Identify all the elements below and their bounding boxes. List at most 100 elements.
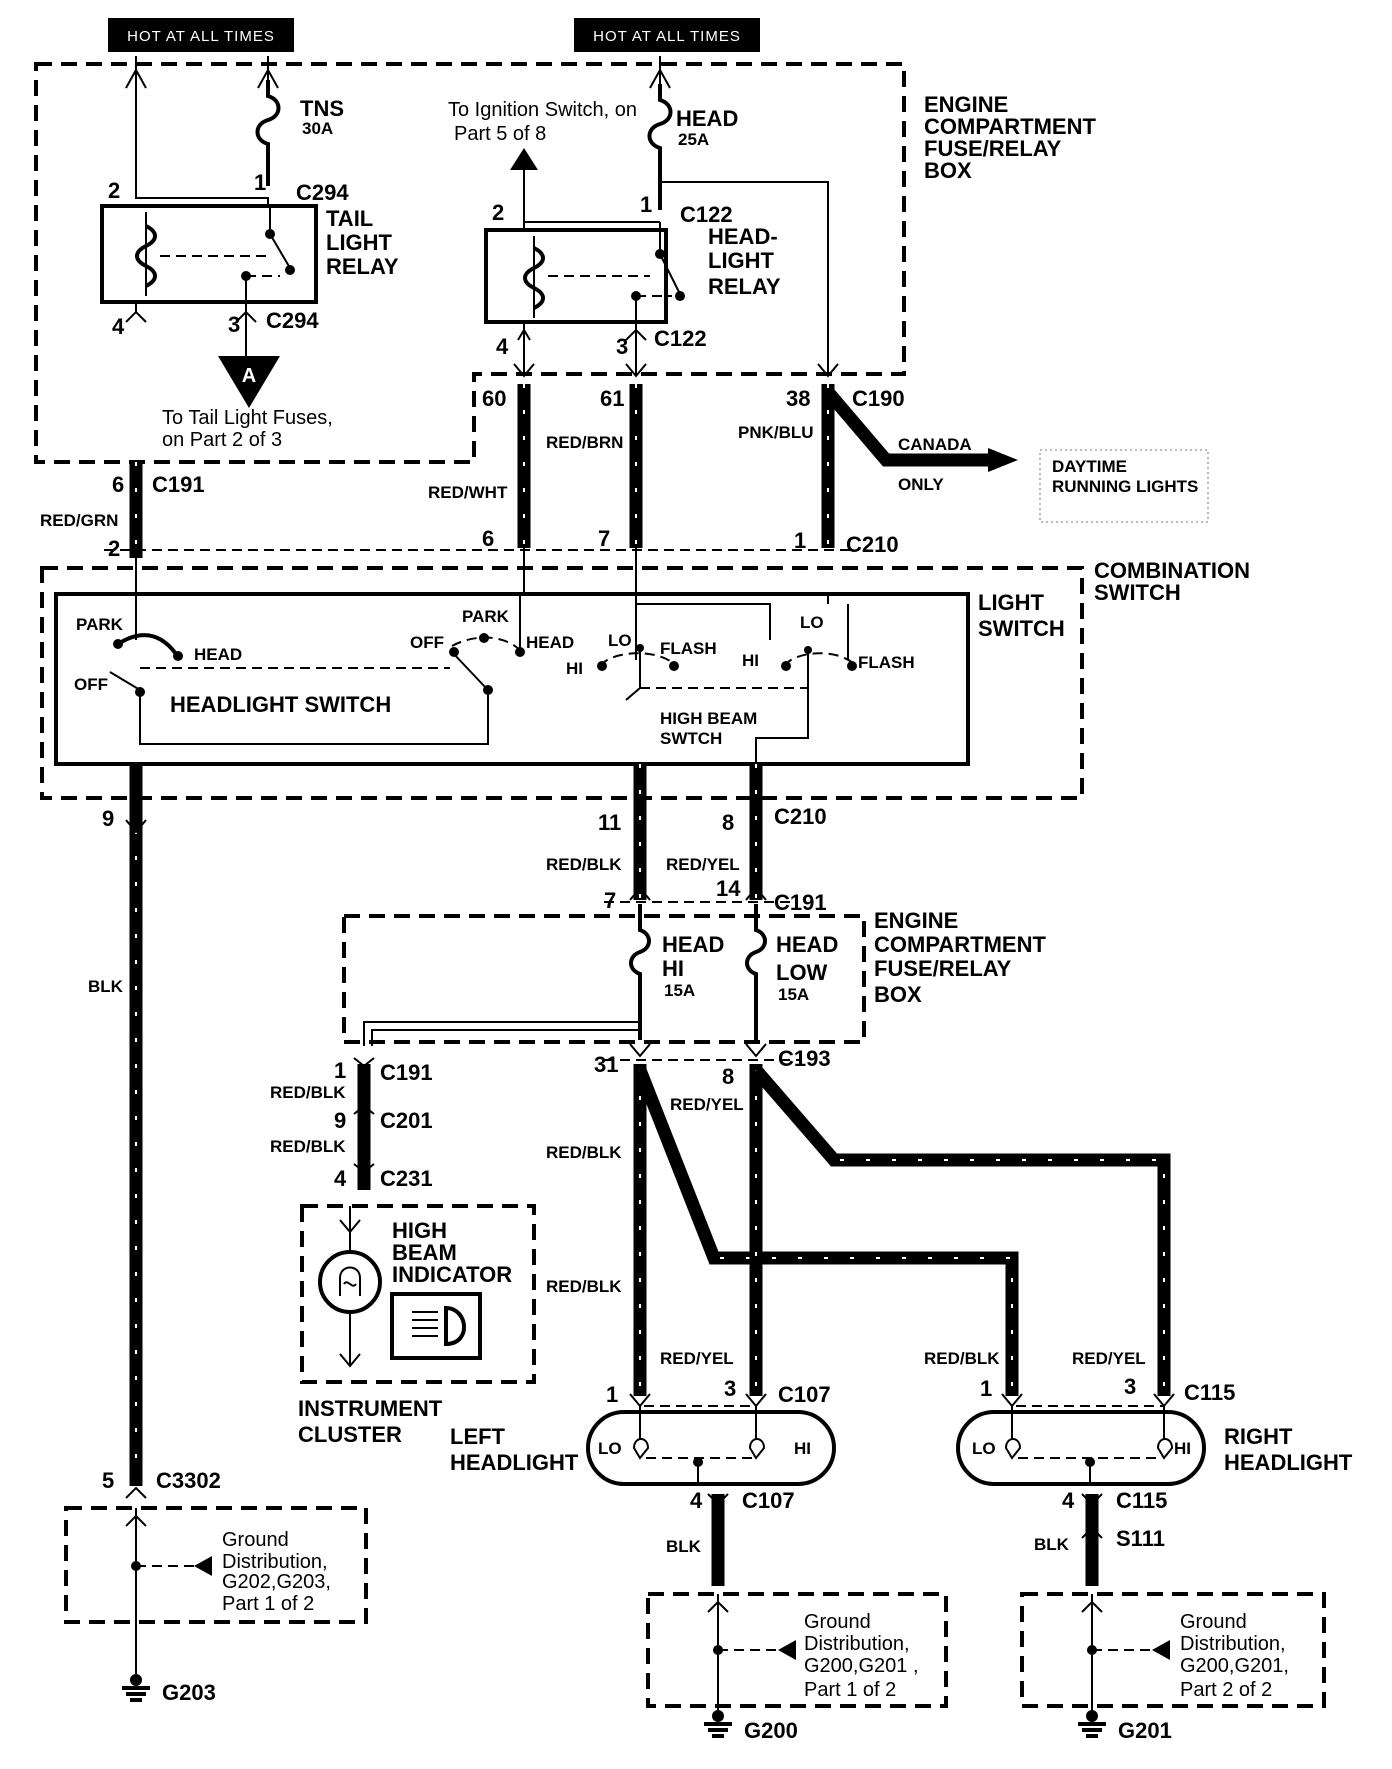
high-beam-switch-mechanism	[597, 548, 857, 768]
pin-1-c191: 1	[334, 1058, 346, 1083]
pin-8-c193: 8	[722, 1064, 734, 1089]
wire-canada-drl	[823, 387, 990, 467]
svg-text:ENGINE: ENGINE	[874, 908, 958, 933]
wire-label-red-blk-ic2: RED/BLK	[270, 1137, 346, 1156]
wire-label-blk-3: BLK	[1034, 1535, 1070, 1554]
right-bulb-hi: HI	[1174, 1439, 1191, 1458]
ground-g201: G201	[1118, 1718, 1172, 1743]
high-beam-indicator-label: HIGH BEAM INDICATOR	[392, 1218, 512, 1287]
pin-5-c3302: 5	[102, 1468, 114, 1493]
svg-text:HEAD-: HEAD-	[708, 224, 778, 249]
wire-label-red-blk-3: RED/BLK	[546, 1277, 622, 1296]
svg-text:COMPARTMENT: COMPARTMENT	[924, 114, 1096, 139]
conn-c122-bottom: C122	[654, 326, 707, 351]
ground-distribution-right: Ground Distribution, G200,G201, Part 2 o…	[1020, 1592, 1326, 1738]
head-hi-fuse-1: HEAD	[662, 932, 724, 957]
svg-text:RUNNING LIGHTS: RUNNING LIGHTS	[1052, 477, 1198, 496]
head-fuse	[647, 84, 673, 210]
hot-label-left: HOT AT ALL TIMES	[108, 18, 294, 52]
svg-text:BOX: BOX	[874, 982, 922, 1007]
conn-c294-top: C294	[296, 180, 349, 205]
svg-text:BEAM: BEAM	[392, 1240, 457, 1265]
conn-c115-top: C115	[1184, 1380, 1235, 1405]
pin-7-c210: 7	[598, 526, 610, 551]
conn-c107-top: C107	[778, 1382, 831, 1407]
hot-label-right: HOT AT ALL TIMES	[574, 18, 760, 52]
svg-text:Ground: Ground	[1180, 1611, 1247, 1633]
svg-text:BOX: BOX	[924, 158, 972, 183]
wire-label-red-grn: RED/GRN	[40, 511, 118, 530]
daytime-running-lights-box: DAYTIME RUNNING LIGHTS	[1039, 449, 1209, 523]
engine-box-mid-label: ENGINE COMPARTMENT FUSE/RELAY BOX	[874, 908, 1046, 1007]
ground-g203: G203	[162, 1680, 216, 1705]
head-low-fuse-1: HEAD	[776, 932, 838, 957]
left-bulb-hi: HI	[794, 1439, 811, 1458]
svg-text:Distribution,: Distribution,	[1180, 1633, 1286, 1655]
svg-text:Part 2 of 2: Part 2 of 2	[1180, 1679, 1272, 1701]
head-relay-label: HEAD- LIGHT RELAY	[708, 224, 781, 299]
conn-c191-mid: C191	[774, 890, 827, 915]
wire-red-blk-cross	[633, 1067, 1019, 1396]
conn-c231: C231	[380, 1166, 433, 1191]
svg-text:RELAY: RELAY	[708, 274, 781, 299]
svg-text:HOT AT ALL TIMES: HOT AT ALL TIMES	[593, 28, 741, 45]
conn-c107-bottom: C107	[742, 1488, 795, 1513]
ground-g200: G200	[744, 1718, 798, 1743]
conn-c115-bottom: C115	[1116, 1488, 1167, 1513]
headlight-relay	[484, 222, 685, 324]
conn-c122-top: C122	[680, 202, 733, 227]
svg-text:HEADLIGHT: HEADLIGHT	[450, 1450, 579, 1475]
right-bulb-lo: LO	[972, 1439, 996, 1458]
note-canada: CANADA	[898, 435, 972, 454]
svg-text:HOT AT ALL TIMES: HOT AT ALL TIMES	[127, 28, 275, 45]
instrument-cluster-box	[300, 1204, 536, 1384]
engine-compartment-box-mid	[342, 914, 866, 1044]
svg-text:COMBINATION: COMBINATION	[1094, 558, 1250, 583]
indicator-feed	[363, 1021, 640, 1046]
light-switch-label: LIGHT SWITCH	[978, 590, 1065, 641]
pin-head-4: 4	[496, 334, 509, 359]
svg-text:Ground: Ground	[804, 1611, 871, 1633]
switch-head-2: HEAD	[526, 633, 574, 652]
pin-9-c191: 9	[102, 806, 114, 831]
switch-hi: HI	[566, 659, 583, 678]
hot-feed-right	[649, 56, 671, 89]
tail-relay-label: TAIL LIGHT RELAY	[326, 206, 399, 279]
wire-label-red-yel-4: RED/YEL	[1072, 1349, 1146, 1368]
tail-light-relay	[100, 192, 318, 304]
svg-text:Ground: Ground	[222, 1529, 289, 1551]
svg-text:COMPARTMENT: COMPARTMENT	[874, 932, 1046, 957]
svg-text:Part 1 of 2: Part 1 of 2	[804, 1679, 896, 1701]
pin-11-c210: 11	[598, 810, 621, 835]
head-low-fuse-rating: 15A	[778, 985, 809, 1004]
note-ignition-1: To Ignition Switch, on	[448, 99, 637, 121]
left-headlight	[586, 1406, 836, 1486]
head-hi-fuse	[629, 904, 651, 1040]
instrument-cluster-label: INSTRUMENT CLUSTER	[298, 1396, 443, 1447]
conn-c3302: C3302	[156, 1468, 221, 1493]
svg-text:G202,G203,: G202,G203,	[222, 1571, 331, 1593]
head-low-fuse-2: LOW	[776, 960, 828, 985]
switch-hi-2: HI	[742, 651, 759, 670]
svg-text:HIGH: HIGH	[392, 1218, 447, 1243]
conn-c191-top: C191	[152, 472, 205, 497]
left-headlight-label: LEFT HEADLIGHT	[450, 1424, 579, 1475]
pin-3-c115: 3	[1124, 1374, 1136, 1399]
engine-box-top-label: ENGINE COMPARTMENT FUSE/RELAY BOX	[924, 92, 1096, 183]
tns-fuse-rating: 30A	[302, 119, 333, 138]
pin-4-c107: 4	[690, 1488, 703, 1513]
ground-distribution-mid: Ground Distribution, G200,G201 , Part 1 …	[646, 1592, 948, 1738]
conn-c210-top: C210	[846, 532, 899, 557]
connector-a-label: A	[242, 365, 256, 387]
headlight-switch-label: HEADLIGHT SWITCH	[170, 692, 391, 717]
pin-tns-1: 1	[254, 170, 266, 195]
switch-park: PARK	[76, 615, 124, 634]
note-only: ONLY	[898, 475, 944, 494]
svg-text:HEADLIGHT: HEADLIGHT	[1224, 1450, 1353, 1475]
pin-head-3: 3	[616, 334, 628, 359]
pin-14-c191: 14	[716, 876, 741, 901]
pin-8-c210: 8	[722, 810, 734, 835]
switch-flash: FLASH	[660, 639, 717, 658]
wire-label-red-wht: RED/WHT	[428, 483, 508, 502]
